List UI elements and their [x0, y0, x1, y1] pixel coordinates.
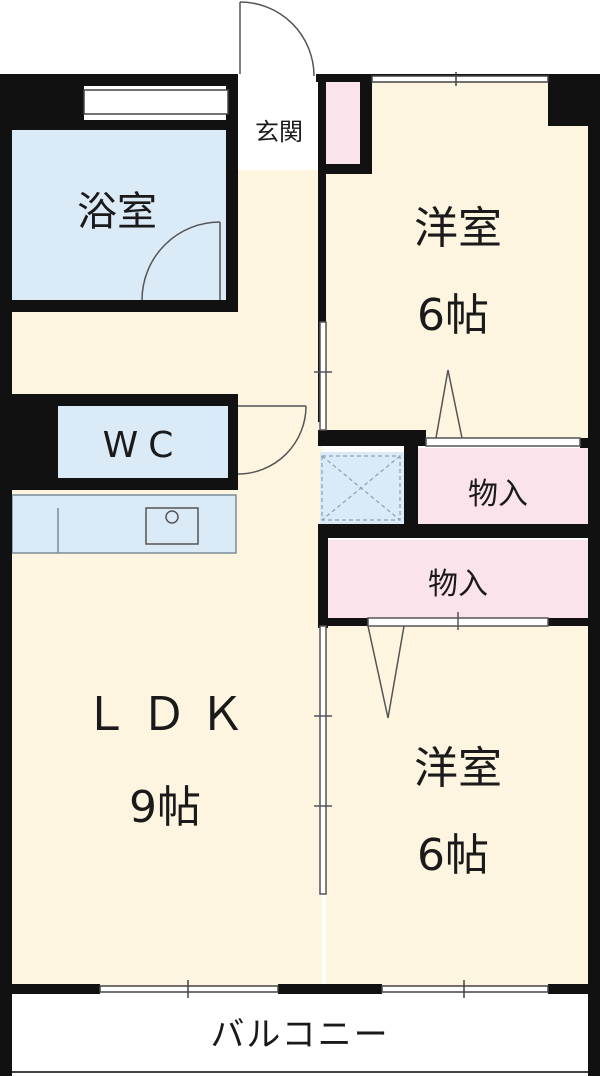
- wall-closet1-bottom: [318, 524, 588, 538]
- hallway-floor: [230, 170, 322, 310]
- wall-wc-right: [228, 394, 238, 490]
- balcony-label: バルコニー: [210, 1015, 389, 1055]
- closet-2-label: 物入: [428, 567, 488, 602]
- shoe-box: [320, 82, 360, 164]
- wall-closet2-left: [318, 524, 328, 628]
- room1-door-triangle: [435, 369, 463, 439]
- western-room-2-label: 洋室: [414, 743, 502, 794]
- entrance-floor: [238, 82, 320, 170]
- wall-wc-top: [12, 394, 238, 406]
- wall-entrance-right: [318, 82, 326, 422]
- entrance-label: 玄関: [255, 118, 303, 146]
- balcony-window-left: [99, 985, 279, 993]
- doors: [141, 1, 463, 719]
- wall-utility-right: [404, 446, 418, 528]
- bath-label: 浴室: [77, 189, 157, 235]
- wall-bottom-left: [0, 984, 100, 994]
- kitchen-sink: [145, 507, 199, 545]
- wall-right: [588, 74, 600, 994]
- closet2-door-triangle: [367, 625, 405, 719]
- wall-room1-bottom: [318, 430, 426, 446]
- closet1-sliding-door: [425, 437, 581, 447]
- bath-floor: [12, 130, 230, 305]
- balcony-rail-right: [588, 994, 600, 1076]
- closet-2-floor: [326, 540, 588, 618]
- entrance-door-swing: [239, 1, 315, 77]
- sliding-doors: [314, 321, 581, 895]
- room1-sliding-door: [319, 321, 327, 431]
- utility-space: [320, 452, 404, 524]
- wall-closet2-bottom-right: [548, 618, 588, 626]
- ldk-label: ＬＤＫ: [83, 687, 257, 741]
- balcony-floor: [12, 992, 588, 1072]
- wall-room1-bottom-right: [580, 438, 600, 448]
- wall-bath-bottom: [12, 300, 237, 312]
- ldk-size: 9帖: [129, 782, 201, 833]
- utility-box: [321, 455, 401, 521]
- wc-label: WC: [103, 425, 184, 466]
- wall-closet2-bottom: [318, 618, 368, 626]
- wall-bottom-right: [548, 984, 600, 994]
- wall-corner-block: [548, 82, 588, 126]
- wall-bath-top: [12, 120, 237, 130]
- wall-left: [0, 74, 12, 994]
- kitchen-counter: [11, 494, 237, 554]
- wall-top-left: [0, 74, 238, 86]
- windows: [83, 72, 549, 998]
- wall-bottom-mid: [278, 984, 382, 994]
- western-room-2-floor: [326, 622, 588, 990]
- room2-sliding-door: [319, 625, 327, 895]
- bath-window: [83, 89, 229, 115]
- wall-shoebox-right: [360, 82, 372, 174]
- closet-1-floor: [418, 448, 588, 528]
- walls: [0, 74, 600, 1076]
- western-room-1-size: 6帖: [417, 290, 489, 341]
- wall-wc-bottom: [12, 478, 238, 490]
- closet-1-label: 物入: [468, 477, 528, 512]
- balcony-window-right: [381, 985, 549, 993]
- balcony-rail-left: [0, 994, 12, 1076]
- utility-cross-2: [321, 455, 401, 521]
- wall-bath-right: [226, 86, 238, 312]
- sink-drain: [165, 510, 179, 524]
- utility-cross: [321, 455, 401, 521]
- western-room-2-size: 6帖: [417, 830, 489, 881]
- wall-wc-left-block: [12, 394, 58, 490]
- bath-door-swing: [141, 221, 221, 301]
- wall-shoebox-bottom: [318, 164, 372, 174]
- room1-window: [371, 75, 549, 83]
- wall-upper-left-block: [12, 86, 84, 120]
- wc-floor: [58, 404, 230, 480]
- wc-door-swing: [237, 405, 307, 475]
- western-room-1-label: 洋室: [414, 203, 502, 254]
